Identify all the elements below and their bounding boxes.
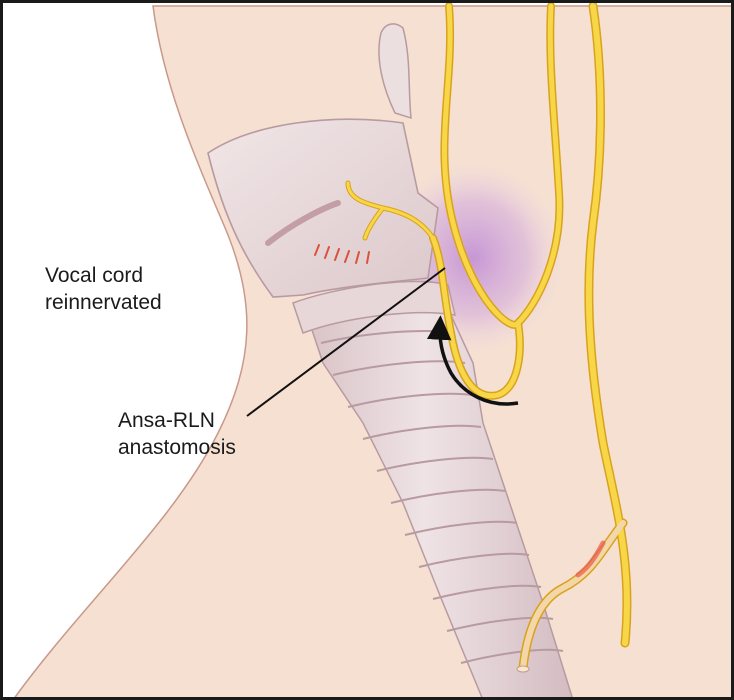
label-vocal-cord-reinnervated: Vocal cord reinnervated xyxy=(45,262,162,316)
label-line: Vocal cord xyxy=(45,262,162,289)
label-ansa-rln-anastomosis: Ansa-RLN anastomosis xyxy=(118,407,236,461)
label-line: Ansa-RLN xyxy=(118,407,236,434)
label-line: reinnervated xyxy=(45,289,162,316)
label-line: anastomosis xyxy=(118,434,236,461)
neck-anatomy-illustration xyxy=(3,3,734,700)
